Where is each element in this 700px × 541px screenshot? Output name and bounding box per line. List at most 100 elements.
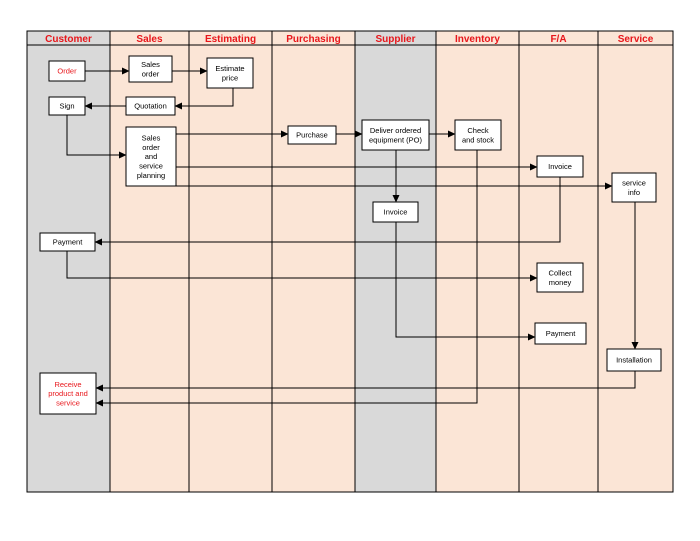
node-sign: Sign (48, 96, 86, 116)
node-box (48, 60, 86, 82)
node-box (125, 126, 177, 187)
node-label-line: equipment (PO) (369, 135, 422, 144)
arrow-payment_customer-to-collect_money (66, 251, 538, 282)
node-label-line: Deliver ordered (370, 126, 421, 135)
arrow-invoice_fa-to-payment_customer (94, 177, 561, 246)
node-box (536, 155, 584, 178)
node-label-line: info (628, 188, 640, 197)
lane-estimating (188, 30, 273, 493)
node-payment-customer: Payment (39, 232, 96, 252)
node-box (606, 348, 662, 372)
node-label-line: Purchase (296, 131, 328, 140)
node-label: Invoice (548, 162, 572, 171)
node-purchase: Purchase (287, 125, 337, 145)
node-label-line: Invoice (548, 162, 572, 171)
node-label-line: and stock (462, 135, 494, 144)
node-label-line: Sales (142, 133, 161, 142)
node-label-line: order (142, 143, 160, 152)
node-label-line: Installation (616, 356, 652, 365)
node-label-line: Receive (54, 380, 81, 389)
lane-label-fa: F/A (550, 34, 566, 45)
node-box (39, 372, 97, 415)
node-label-line: service (622, 179, 646, 188)
lane-label-purchasing: Purchasing (286, 34, 340, 45)
node-label-line: order (142, 69, 160, 78)
node-box (372, 201, 419, 223)
node-label-line: service (56, 399, 80, 408)
node-installation: Installation (606, 348, 662, 372)
edges-layer (66, 67, 639, 407)
lane-label-customer: Customer (45, 34, 92, 45)
node-box (39, 232, 96, 252)
node-box (48, 96, 86, 116)
node-label-line: Estimate (215, 64, 244, 73)
node-label-line: Collect (549, 269, 573, 278)
lane-fa (518, 30, 599, 493)
node-label-line: product and (48, 389, 88, 398)
node-label: Invoice (384, 208, 408, 217)
node-payment-fa: Payment (534, 322, 587, 345)
node-label-line: Payment (546, 329, 577, 338)
node-label: Order (57, 67, 77, 76)
node-label-line: Sign (59, 102, 74, 111)
lane-label-sales: Sales (136, 34, 163, 45)
node-label-line: Invoice (384, 208, 408, 217)
node-box (454, 119, 502, 151)
node-label-line: service (139, 162, 163, 171)
node-label-line: price (222, 73, 238, 82)
node-label-line: Payment (53, 238, 84, 247)
node-box (534, 322, 587, 345)
node-box (128, 55, 173, 83)
node-label-line: Quotation (134, 102, 167, 111)
node-order: Order (48, 60, 86, 82)
node-label: Payment (53, 238, 84, 247)
node-box (536, 262, 584, 293)
node-label-line: money (549, 278, 572, 287)
lane-label-service: Service (618, 34, 654, 45)
node-box (361, 119, 430, 151)
lane-label-inventory: Inventory (455, 34, 500, 45)
arrow-check_stock-to-receive (95, 150, 478, 407)
arrow-invoice_supplier-to-payment_fa (395, 222, 536, 341)
node-label-line: Order (57, 67, 77, 76)
node-label-line: Check (467, 126, 489, 135)
arrow-sign-to-sales_planning (66, 115, 127, 159)
node-label: Quotation (134, 102, 167, 111)
lane-label-supplier: Supplier (375, 34, 415, 45)
arrow-installation-to-receive (95, 371, 636, 392)
lane-label-estimating: Estimating (205, 34, 256, 45)
node-invoice-fa: Invoice (536, 155, 584, 178)
node-box (125, 96, 176, 116)
node-label: Installation (616, 356, 652, 365)
node-invoice-supplier: Invoice (372, 201, 419, 223)
node-box (611, 172, 657, 203)
node-label: Purchase (296, 131, 328, 140)
node-box (287, 125, 337, 145)
node-quotation: Quotation (125, 96, 176, 116)
node-label-line: planning (137, 171, 165, 180)
lane-purchasing (271, 30, 356, 493)
node-label: Sign (59, 102, 74, 111)
node-box (206, 57, 254, 89)
node-label-line: Sales (141, 60, 160, 69)
node-label-line: and (145, 152, 158, 161)
